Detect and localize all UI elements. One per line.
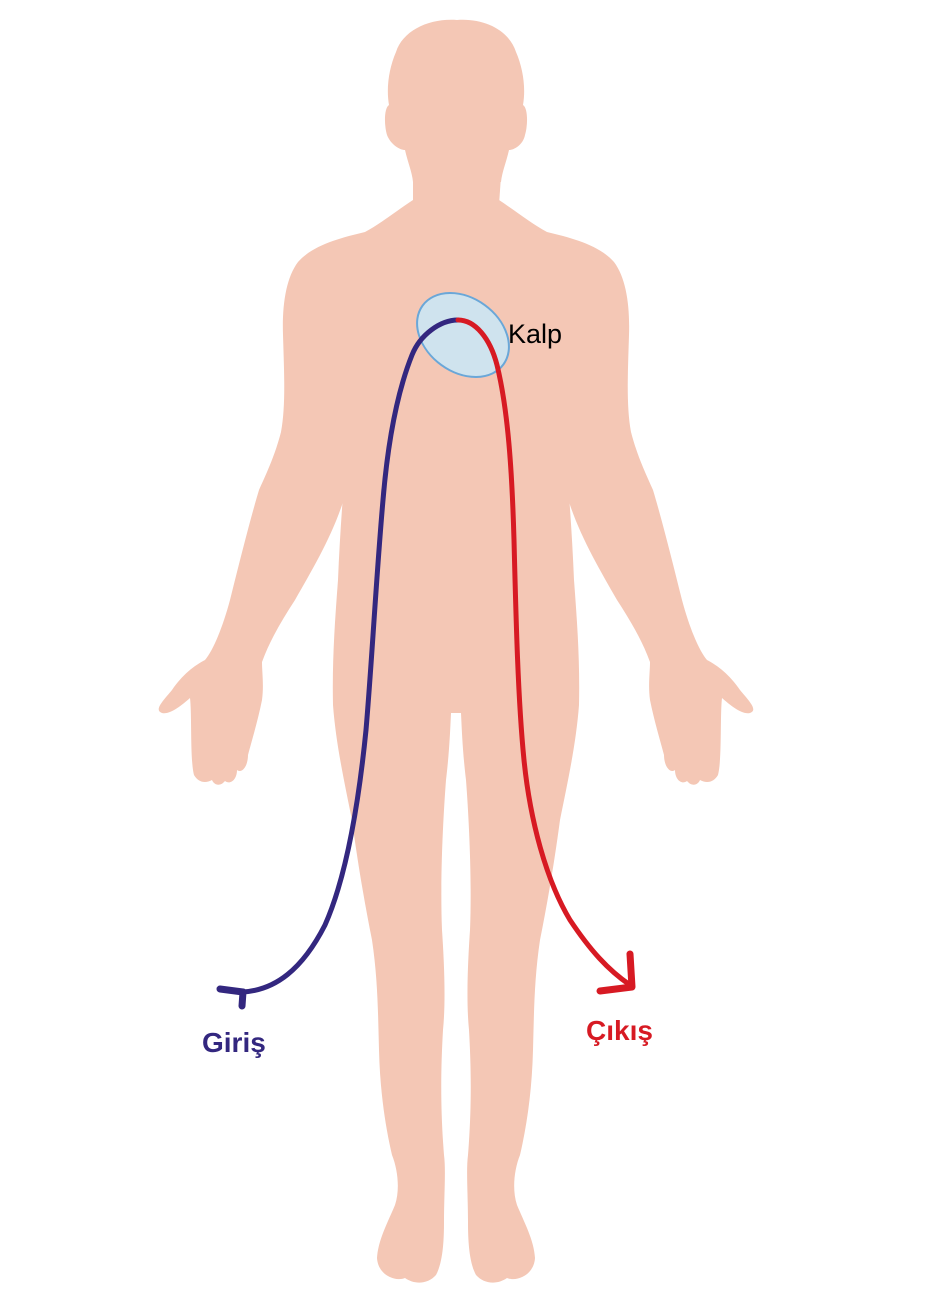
torso-and-limbs xyxy=(158,200,754,1283)
outlet-vessel-red xyxy=(455,317,633,988)
y-fork-icon xyxy=(216,985,247,1010)
inlet-vessel-blue xyxy=(240,317,461,995)
head xyxy=(384,19,528,182)
neck xyxy=(413,176,501,205)
inlet-label: Giriş xyxy=(202,1027,266,1058)
arrow-head-icon xyxy=(596,950,636,995)
heart-label: Kalp xyxy=(508,319,562,349)
outlet-label: Çıkış xyxy=(586,1015,653,1046)
heart-shape xyxy=(416,292,510,378)
human-body-silhouette xyxy=(158,19,754,1283)
